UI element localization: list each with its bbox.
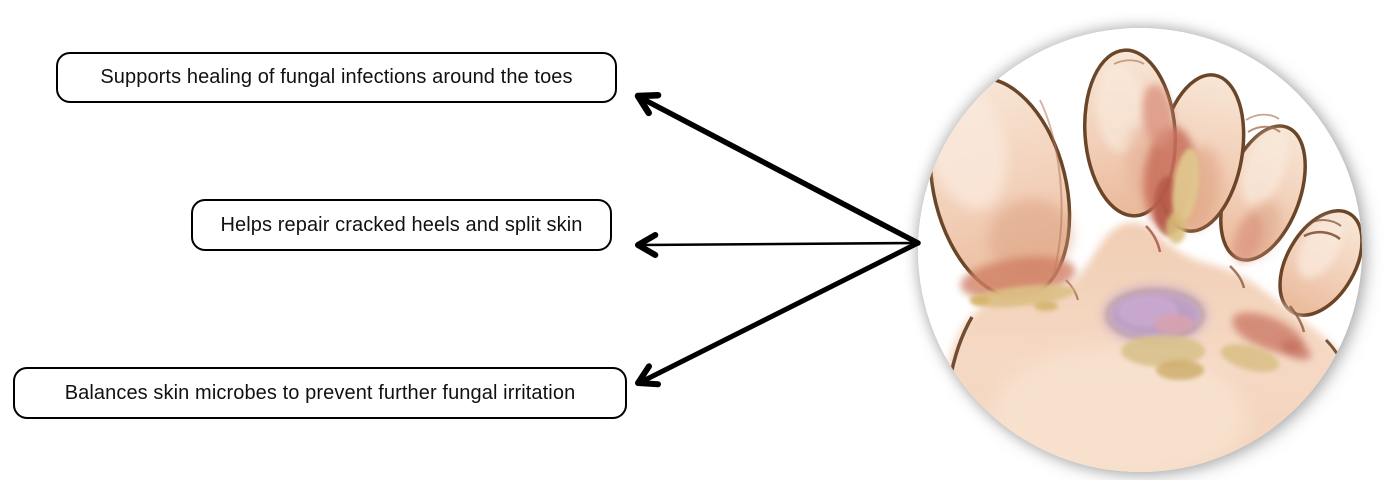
toes-fungal-infection-illustration <box>918 28 1362 472</box>
toe-lesions-group <box>1142 84 1263 264</box>
ball-lesions-group <box>960 256 1311 380</box>
benefit-box-label: Helps repair cracked heels and split ski… <box>220 213 583 236</box>
benefit-box-toes-healing: Supports healing of fungal infections ar… <box>56 52 617 103</box>
benefit-box-label: Balances skin microbes to prevent furthe… <box>64 381 576 404</box>
arrow-to-toes-healing-icon <box>634 91 921 246</box>
benefit-box-skin-microbes: Balances skin microbes to prevent furthe… <box>13 367 627 419</box>
arrow-to-skin-microbes-icon <box>635 240 921 388</box>
benefit-box-cracked-heels: Helps repair cracked heels and split ski… <box>191 199 612 251</box>
foot-illustration-svg <box>918 28 1362 472</box>
benefit-box-label: Supports healing of fungal infections ar… <box>100 66 573 88</box>
arrow-to-cracked-heels-icon <box>635 232 920 258</box>
